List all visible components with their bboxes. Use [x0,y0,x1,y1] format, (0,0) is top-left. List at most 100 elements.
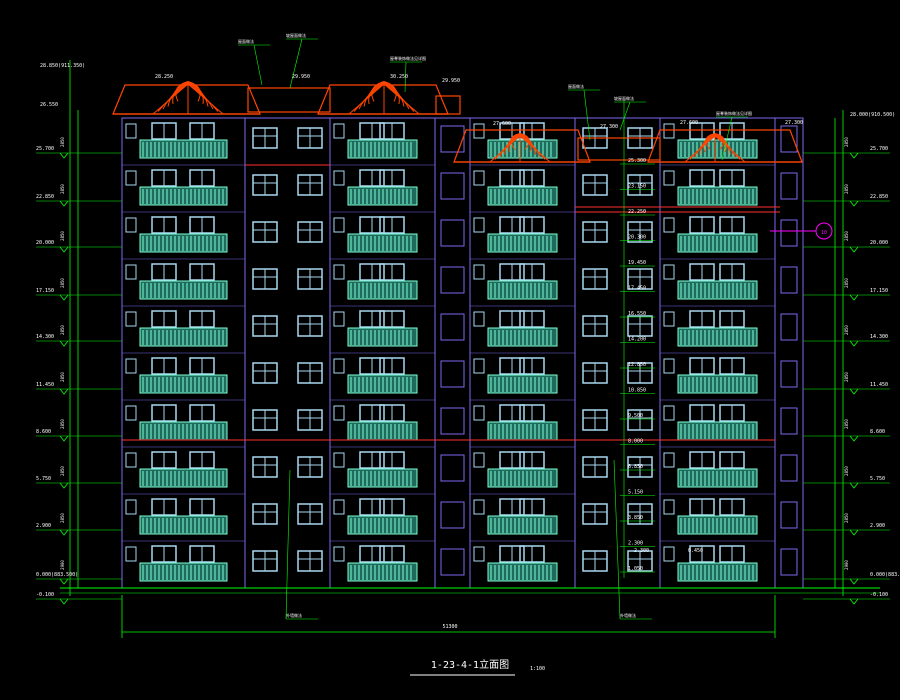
annotation-leader [253,44,263,86]
roof-link-wall [577,137,661,161]
side-window [333,217,345,233]
narrow-panel [440,501,465,529]
narrow-panel [780,407,798,435]
narrow-panel [780,548,798,576]
axis-marker-circle [815,222,833,240]
mid-level-label: 23.150 [628,184,646,190]
drawing-scale: 1:100 [530,666,545,672]
left-side-dimension: 2850 [60,325,65,335]
left-level-label: 2.900 [36,523,51,529]
mid-level-label: 16.550 [628,311,646,317]
mid-level-label: 8.000 [628,439,643,445]
right-side-dimension: 2850 [844,419,849,429]
decorative-gable [489,132,551,163]
roof-link-wall [247,87,331,113]
mid-level-label: 2.300 [628,541,643,547]
decorative-gable [348,80,420,115]
narrow-panel [780,219,798,247]
right-level-marker [849,578,859,585]
axis-marker-label: 10 [821,230,827,236]
narrow-panel [780,266,798,294]
narrow-panel [440,360,465,388]
right-level-marker [849,294,859,301]
right-side-dimension: 2850 [844,372,849,382]
side-window [663,123,675,139]
right-level-marker [849,388,859,395]
left-level-marker [59,152,69,159]
roof-parapet-group [112,80,803,163]
roof-step-wall [435,95,461,115]
side-window [125,264,137,280]
mid-level-label: 12.850 [628,362,646,368]
left-level-label: 14.300 [36,334,54,340]
gable-curve [175,80,201,102]
right-level-label: 8.600 [870,429,885,435]
side-window [125,499,137,515]
small-level-note: 2.300 [634,548,649,554]
ridge-level-label: 28.250 [155,74,173,80]
narrow-panel [780,454,798,482]
side-window [125,217,137,233]
right-side-dimension: 2850 [844,231,849,241]
left-side-dimension: 2850 [60,513,65,523]
side-window [473,217,485,233]
ridge-level-label: 30.250 [390,74,408,80]
left-side-dimension: 2850 [60,419,65,429]
annotation-leader [721,116,733,161]
left-side-dimension: 2850 [60,184,65,194]
right-side-dimension: 2850 [844,325,849,335]
side-window [473,170,485,186]
left-level-marker [59,435,69,442]
right-level-label: 25.700 [870,146,888,152]
left-level-label: 8.600 [36,429,51,435]
narrow-panel [440,266,465,294]
narrow-panel [440,219,465,247]
left-level-label: 25.700 [36,146,54,152]
side-window [125,311,137,327]
right-level-label: 14.300 [870,334,888,340]
mid-level-label: 25.300 [628,158,646,164]
decorative-gable [684,132,746,163]
left-level-label: 22.850 [36,194,54,200]
right-level-marker [849,246,859,253]
left-level-marker [59,246,69,253]
side-window [663,499,675,515]
dimension-lines [36,38,890,638]
annotation-leader [583,89,591,141]
roof-parapet-3 [453,129,591,163]
side-window [333,311,345,327]
side-window [333,264,345,280]
annotation-leader [613,459,621,620]
top-annotation: 屋面做法 [238,38,254,44]
narrow-panel [780,172,798,200]
narrow-panel [440,454,465,482]
gable-curve [371,80,397,102]
gable-curve [705,132,725,150]
side-window [125,123,137,139]
side-window [333,358,345,374]
side-window [125,170,137,186]
right-side-dimension: 2850 [844,137,849,147]
left-level-marker [59,578,69,585]
right-level-label: 2.900 [870,523,885,529]
side-window [663,358,675,374]
top-annotation: 屋脊装饰做法见详图 [716,110,752,116]
narrow-panel [440,172,465,200]
side-window [663,405,675,421]
right-level-label: 22.850 [870,194,888,200]
mid-level-label: 3.850 [628,515,643,521]
side-window [125,452,137,468]
left-level-marker [59,340,69,347]
mid-level-label: 1.050 [628,566,643,572]
right-level-label: 17.150 [870,288,888,294]
side-window [473,499,485,515]
side-window [333,546,345,562]
right-side-dimension: 2850 [844,184,849,194]
right-level-marker [849,152,859,159]
left-level-marker [59,598,69,605]
left-side-dimension: 2850 [60,372,65,382]
left-level-marker [59,529,69,536]
side-window [333,405,345,421]
side-window [333,499,345,515]
